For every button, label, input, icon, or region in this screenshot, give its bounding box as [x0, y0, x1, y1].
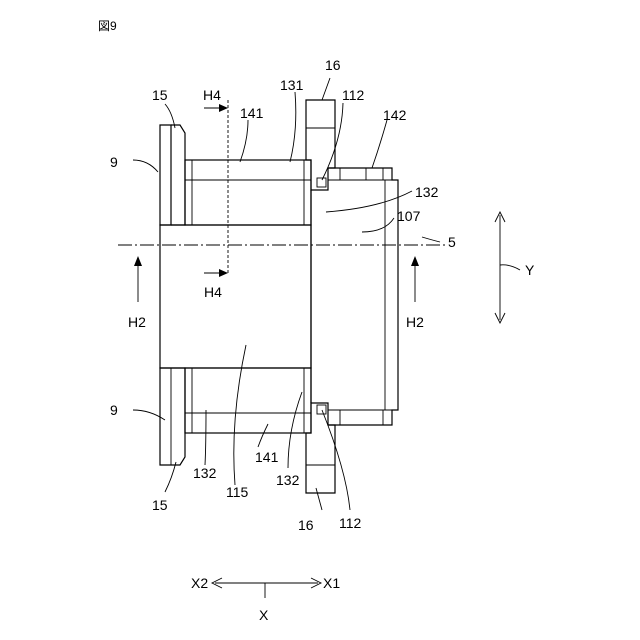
- figure-title: 図9: [98, 19, 117, 33]
- label-15-top: 15: [152, 87, 168, 103]
- section-h2: [134, 256, 419, 302]
- left-flange: [160, 125, 185, 465]
- label-131: 131: [280, 77, 304, 93]
- label-132-bottom-right: 132: [276, 472, 300, 488]
- label-h4-bottom: H4: [204, 284, 222, 300]
- label-142: 142: [383, 107, 407, 123]
- leader-lines: [133, 78, 412, 510]
- hub-107: [311, 168, 398, 425]
- shaft-115: [160, 225, 311, 368]
- label-x: X: [259, 607, 269, 623]
- label-141-bottom: 141: [255, 449, 279, 465]
- label-h2-right: H2: [406, 314, 424, 330]
- label-h4-top: H4: [203, 87, 221, 103]
- label-112-top: 112: [342, 87, 365, 103]
- label-h2-left: H2: [128, 314, 146, 330]
- y-direction-arrow: [495, 212, 520, 323]
- label-9-top: 9: [110, 154, 118, 170]
- label-115: 115: [226, 484, 249, 500]
- center-axis-5: [118, 237, 445, 245]
- label-x1: X1: [323, 575, 340, 591]
- label-x2: X2: [191, 575, 208, 591]
- section-h4: [204, 100, 228, 277]
- x-direction-arrow: [212, 578, 321, 598]
- label-axis-5: 5: [448, 234, 456, 250]
- label-y: Y: [525, 262, 535, 278]
- label-112-bottom: 112: [339, 515, 362, 531]
- label-15-bottom: 15: [152, 497, 168, 513]
- label-132-bottom-left: 132: [193, 465, 217, 481]
- label-16-top: 16: [325, 57, 341, 73]
- label-141-top: 141: [240, 105, 264, 121]
- label-9-bottom: 9: [110, 402, 118, 418]
- label-107: 107: [397, 208, 421, 224]
- label-16-bottom: 16: [298, 517, 314, 533]
- label-132-right: 132: [415, 184, 439, 200]
